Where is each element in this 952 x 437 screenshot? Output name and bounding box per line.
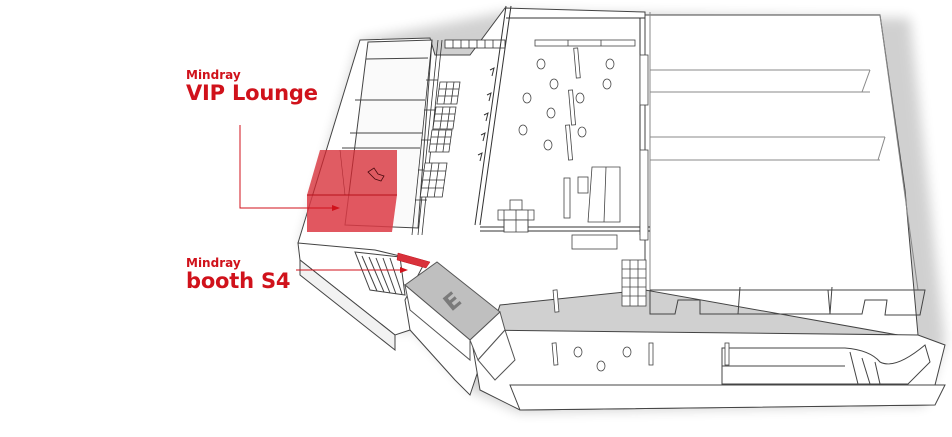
right-hall-lines (649, 12, 919, 291)
corridor-ramp (721, 344, 931, 385)
booth-callout-name: booth S4 (186, 269, 291, 293)
booth-callout-brand: Mindray (186, 256, 241, 270)
round-tables (518, 58, 615, 151)
vip-lounge-highlight[interactable] (307, 149, 397, 232)
middle-hall-furniture (497, 39, 730, 372)
booth-callout-arrow (296, 267, 408, 273)
booth-s4-highlight[interactable] (396, 252, 431, 269)
booth-s4-callout: Mindray booth S4 (186, 256, 291, 293)
vip-callout-brand: Mindray (186, 68, 241, 82)
vip-callout-name: VIP Lounge (186, 81, 318, 105)
staircase (354, 251, 406, 296)
vip-lounge-callout: Mindray VIP Lounge (186, 69, 318, 104)
right-hall-bottom-wall (649, 286, 926, 316)
seating-grids (419, 39, 506, 198)
middle-hall-walls (474, 5, 650, 235)
front-edge (509, 384, 946, 411)
lower-left-wing (297, 242, 426, 352)
vip-callout-arrow (239, 125, 340, 211)
entrance-block[interactable]: E (404, 261, 516, 381)
